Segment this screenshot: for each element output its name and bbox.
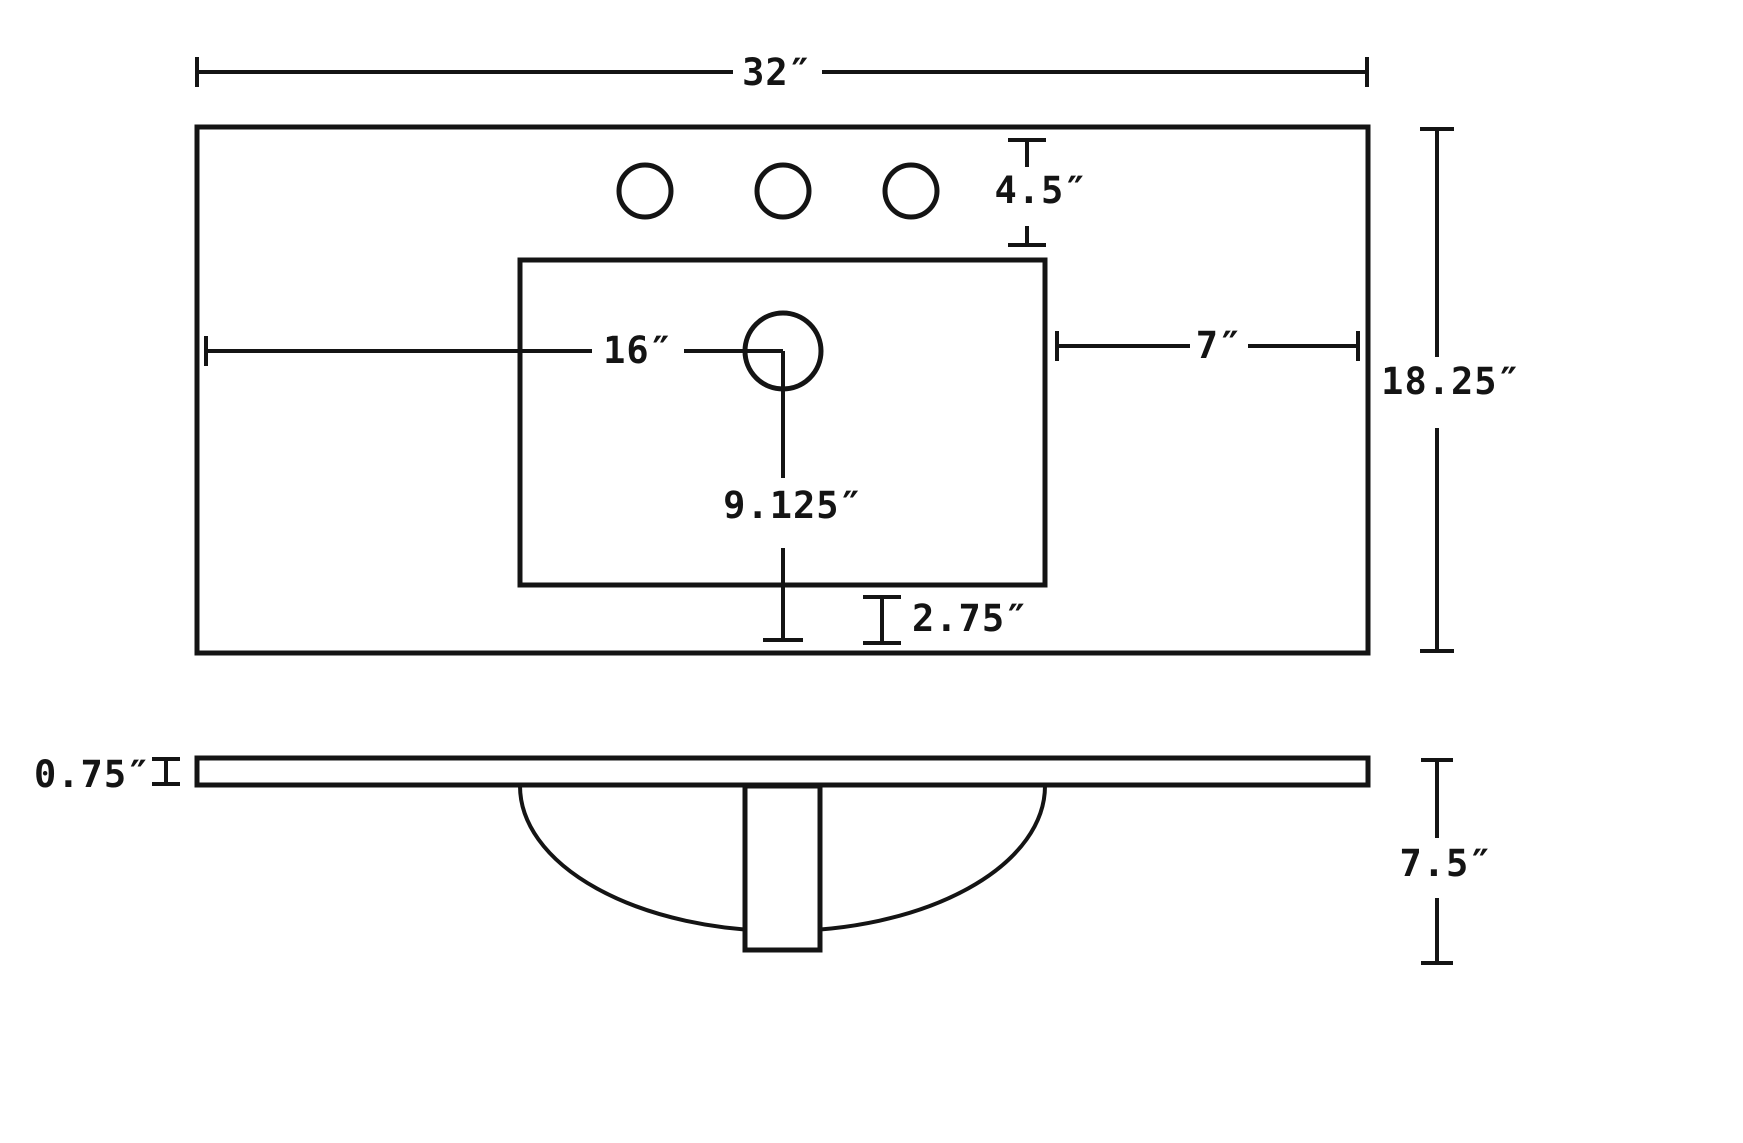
dim-bowl-to-right-edge: 7″ — [1055, 324, 1360, 367]
faucet-hole-center — [754, 162, 812, 220]
faucet-holes — [616, 162, 940, 220]
dim-label-front-overall-height: 7.5″ — [1399, 842, 1492, 885]
dim-label-overall-width: 32″ — [742, 51, 812, 94]
dim-bowl-to-front-edge: 2.75″ — [863, 595, 1028, 645]
dim-faucet-offset: 4.5″ — [994, 138, 1087, 247]
dim-label-slab-thickness: 0.75″ — [34, 753, 150, 796]
dim-overall-width: 32″ — [195, 51, 1369, 94]
dim-drain-from-left: 16″ — [204, 329, 783, 372]
dim-label-faucet-offset: 4.5″ — [994, 169, 1087, 212]
dim-front-overall-height: 7.5″ — [1399, 758, 1492, 965]
countertop-slab — [194, 755, 1371, 788]
top-view: 32″ 4.5″ — [194, 51, 1521, 656]
dim-overall-depth: 18.25″ — [1381, 127, 1521, 653]
drain-pipe — [742, 783, 823, 953]
faucet-hole-right — [882, 162, 940, 220]
dim-label-bowl-to-front-edge: 2.75″ — [912, 597, 1028, 640]
front-view: 0.75″ 7.5″ — [34, 753, 1492, 965]
dim-drain-depth: 9.125″ — [723, 351, 863, 642]
dim-label-drain-from-left: 16″ — [603, 329, 673, 372]
dim-slab-thickness: 0.75″ — [34, 753, 180, 796]
faucet-hole-left — [616, 162, 674, 220]
dim-label-drain-depth: 9.125″ — [723, 484, 863, 527]
dim-label-bowl-to-right-edge: 7″ — [1196, 324, 1243, 367]
dim-label-overall-depth: 18.25″ — [1381, 360, 1521, 403]
